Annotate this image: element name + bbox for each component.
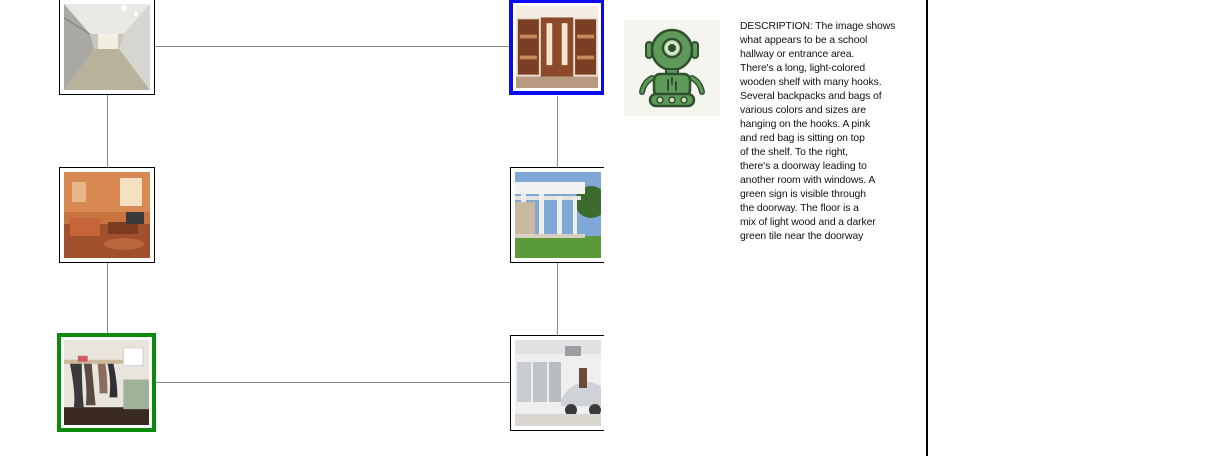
panel-divider — [926, 0, 928, 456]
edge-livingroom-mudroom — [107, 263, 108, 333]
pergola-thumbnail — [515, 172, 601, 258]
room-node-mudroom[interactable] — [57, 333, 156, 432]
room-node-garage[interactable] — [510, 335, 604, 431]
room-node-pergola[interactable] — [510, 167, 604, 263]
edge-hallway-closet — [155, 46, 510, 47]
garage-thumbnail — [515, 340, 601, 426]
mudroom-thumbnail — [64, 340, 149, 425]
robot-icon — [624, 20, 720, 116]
living-room-thumbnail — [64, 172, 150, 258]
scene-description: DESCRIPTION: The image shows what appear… — [740, 21, 896, 242]
edge-hallway-livingroom — [107, 95, 108, 167]
room-map — [0, 0, 604, 456]
room-node-living-room[interactable] — [59, 167, 155, 263]
closet-thumbnail — [516, 6, 598, 88]
hallway-thumbnail — [64, 4, 150, 90]
room-node-hallway[interactable] — [59, 0, 155, 95]
edge-closet-pergola — [557, 96, 558, 167]
edge-pergola-garage — [557, 263, 558, 335]
room-node-closet[interactable] — [509, 0, 604, 95]
edge-mudroom-garage — [156, 382, 510, 383]
